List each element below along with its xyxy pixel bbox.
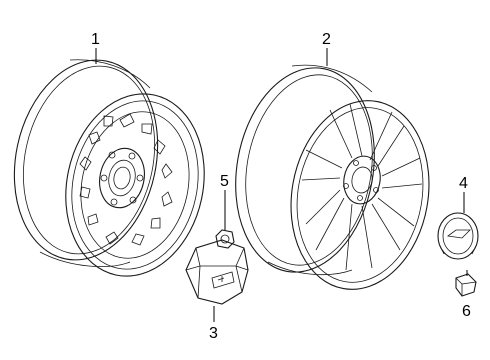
callout-4: 4 <box>459 175 468 192</box>
emblem-cap <box>437 212 479 260</box>
center-cap <box>185 239 249 305</box>
callout-2: 2 <box>322 31 331 48</box>
alloy-wheel <box>235 64 430 290</box>
lock-nut <box>455 273 477 297</box>
steel-wheel <box>13 59 205 277</box>
callout-5: 5 <box>220 173 229 190</box>
callout-1: 1 <box>91 31 100 48</box>
lug-nut <box>215 229 235 249</box>
callout-6: 6 <box>462 303 471 320</box>
callout-3: 3 <box>209 325 218 342</box>
